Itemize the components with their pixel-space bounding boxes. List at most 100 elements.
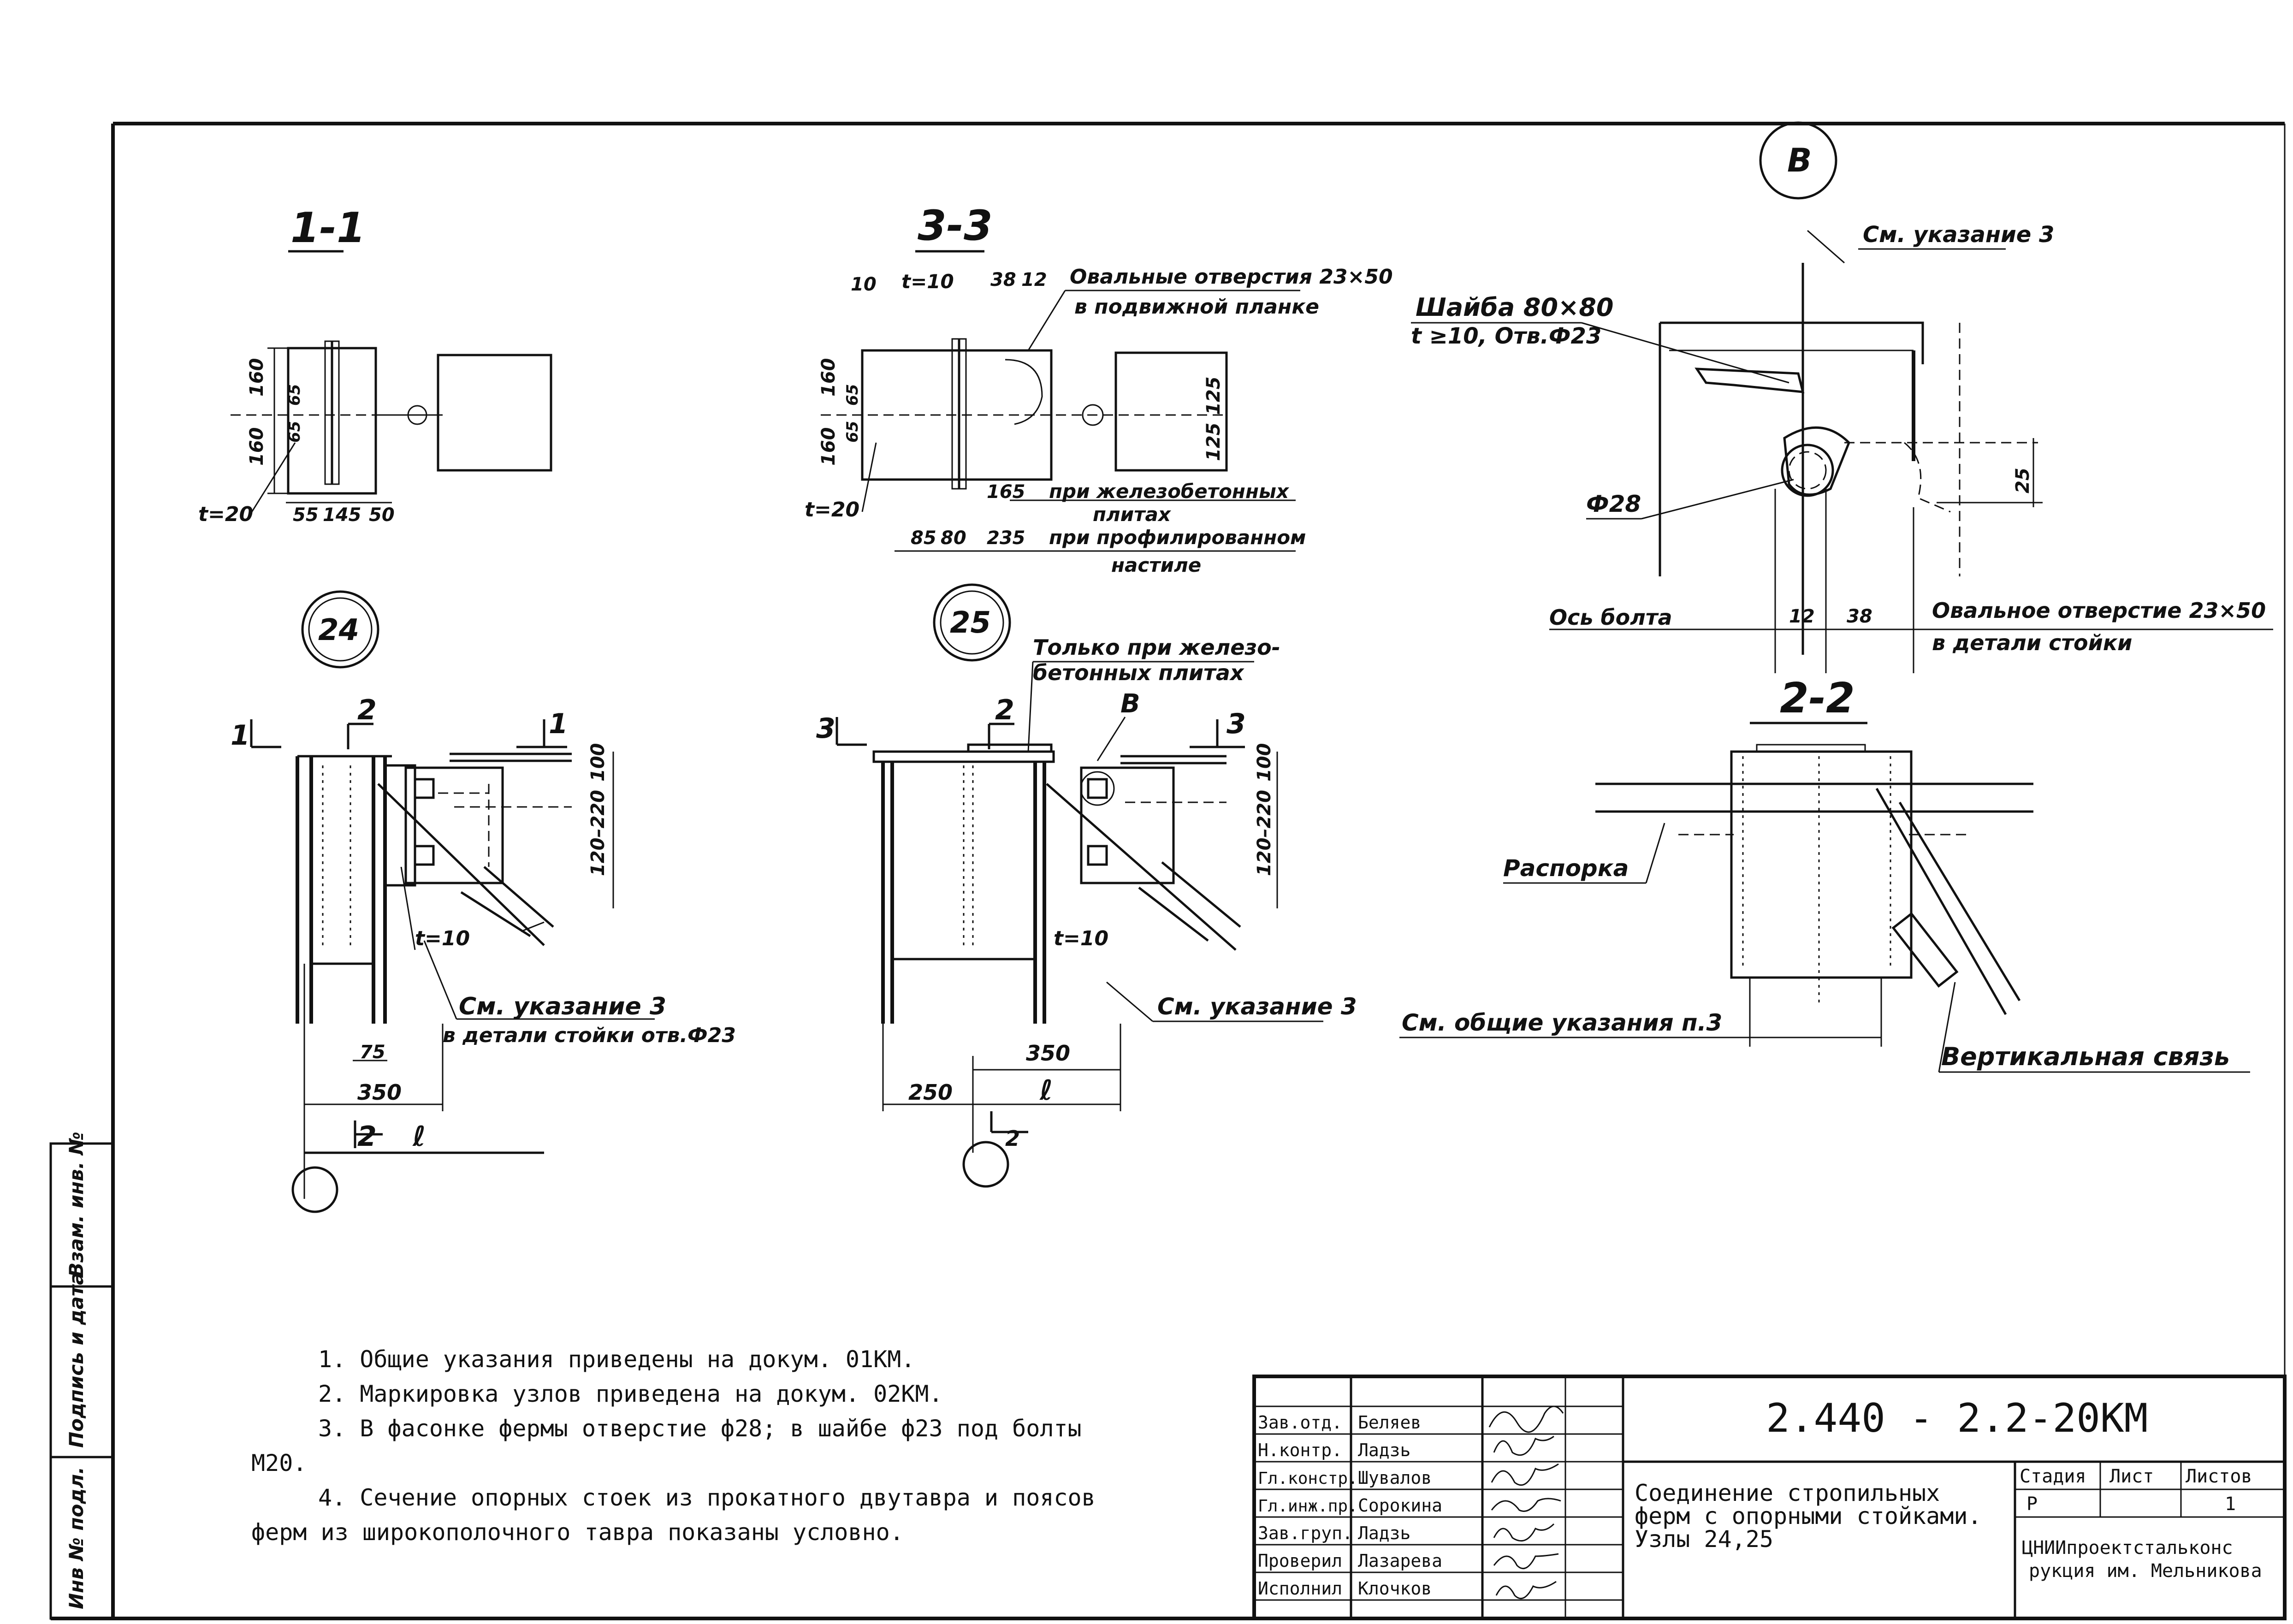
node-25-number: 25 bbox=[950, 606, 991, 640]
title-line-2: ферм с опорными стойками. bbox=[1635, 1503, 1982, 1529]
section-title-3-3: 3-3 bbox=[918, 202, 993, 250]
title-line-3: Узлы 24,25 bbox=[1635, 1526, 1773, 1553]
dim-24-75: 75 bbox=[360, 1042, 385, 1063]
dim-1-1-160b: 160 bbox=[246, 427, 267, 466]
label-3-3-10: 10 bbox=[851, 274, 877, 295]
node-v-number: В bbox=[1787, 142, 1812, 179]
name-5: Лазарева bbox=[1358, 1551, 1442, 1571]
label-t20-a: t=20 bbox=[198, 503, 253, 526]
label-sm-ukaz3: См. указание 3 bbox=[1863, 222, 2054, 248]
label-sm-ukaz3-stoiki-2: в детали стойки отв.Ф23 bbox=[443, 1024, 736, 1047]
side-stamp-sign: Подпись и дата bbox=[65, 1272, 88, 1448]
label-t10-a: t=10 bbox=[901, 270, 954, 293]
section-3-3: 3-3 10 t=10 38 12 Овальные отверстия 23×… bbox=[805, 202, 1393, 576]
role-0: Зав.отд. bbox=[1258, 1412, 1342, 1433]
dim-24-l: ℓ bbox=[412, 1120, 426, 1153]
dim-3-3-160a: 160 bbox=[818, 358, 839, 397]
label-oval-planke-2: в подвижной планке bbox=[1074, 295, 1319, 319]
signatures bbox=[1488, 1405, 1564, 1600]
dim-1-1-55: 55 bbox=[293, 504, 319, 526]
role-6: Исполнил bbox=[1258, 1578, 1342, 1599]
mark-3b: 3 bbox=[1226, 708, 1246, 740]
label-sm-ukaz3-stoiki-1: См. указание 3 bbox=[459, 993, 666, 1020]
org-line-2: рукция им. Мельникова bbox=[2029, 1560, 2262, 1582]
detail-v: В 25 См. указание 3 Шайба 80×80 t ≥10, О… bbox=[1411, 121, 2273, 673]
stage-value: Р bbox=[2026, 1494, 2038, 1515]
mark-2d: 2 bbox=[1005, 1126, 1020, 1151]
role-4: Зав.груп. bbox=[1258, 1523, 1353, 1543]
sheets-value: 1 bbox=[2225, 1494, 2236, 1515]
section-1-1: 1-1 160 160 65 65 t=20 55 145 50 bbox=[198, 204, 552, 526]
dim-24-100: 100 bbox=[587, 743, 609, 782]
label-os-bolta: Ось болта bbox=[1549, 605, 1672, 630]
label-raspork: Распорка bbox=[1503, 855, 1629, 882]
label-shaiba: Шайба 80×80 bbox=[1416, 293, 1613, 322]
label-sm-obshie: См. общие указания п.3 bbox=[1402, 1009, 1722, 1036]
dim-25-100: 100 bbox=[1254, 743, 1275, 782]
mark-v: В bbox=[1120, 689, 1140, 719]
sheet-header: Лист bbox=[2109, 1466, 2154, 1487]
dim-3-3-125a: 125 bbox=[1203, 377, 1224, 415]
section-title-1-1: 1-1 bbox=[290, 204, 366, 252]
note-3-cont: М20. bbox=[251, 1450, 307, 1476]
note-3: 3. В фасонке фермы отверстие ф28; в шайб… bbox=[318, 1415, 1082, 1442]
dim-1-1-50: 50 bbox=[369, 504, 395, 526]
mark-2b: 2 bbox=[357, 1120, 377, 1153]
mark-3a: 3 bbox=[816, 712, 835, 745]
dim-25-250: 250 bbox=[908, 1080, 953, 1105]
dim-3-3-80: 80 bbox=[941, 528, 966, 549]
node-24: 24 1 1 2 100 bbox=[231, 590, 736, 1213]
label-pri-zhb-1: при железобетонных bbox=[1049, 480, 1290, 503]
label-f28: Ф28 bbox=[1586, 491, 1641, 517]
section-title-2-2: 2-2 bbox=[1780, 674, 1855, 723]
title-line-1: Соединение стропильных bbox=[1635, 1480, 1940, 1506]
section-2-2: 2-2 Распорка См. общие указания п.3 Верт… bbox=[1399, 674, 2250, 1073]
general-notes: 1. Общие указания приведены на докум. 01… bbox=[251, 1346, 1096, 1546]
dim-3-3-12: 12 bbox=[1021, 269, 1047, 290]
org-line-1: ЦНИИпроектстальконс bbox=[2022, 1537, 2233, 1559]
dim-3-3-38: 38 bbox=[990, 269, 1016, 290]
dim-3-3-125b: 125 bbox=[1203, 423, 1224, 462]
doc-number: 2.440 - 2.2-20КМ bbox=[1766, 1395, 2148, 1441]
dim-3-3-235: 235 bbox=[987, 528, 1025, 549]
role-5: Проверил bbox=[1258, 1551, 1342, 1571]
dim-v-25: 25 bbox=[2012, 468, 2033, 493]
note-1: 1. Общие указания приведены на докум. 01… bbox=[318, 1346, 915, 1373]
node-25: 25 Только при железо- бетонных плитах 3 … bbox=[816, 583, 1357, 1188]
dim-3-3-65b: 65 bbox=[843, 421, 862, 443]
note-2: 2. Маркировка узлов приведена на докум. … bbox=[318, 1381, 943, 1407]
label-sm-ukaz3-b: См. указание 3 bbox=[1157, 993, 1357, 1020]
dim-25-350: 350 bbox=[1026, 1041, 1070, 1066]
dim-v-12: 12 bbox=[1789, 606, 1815, 627]
dim-1-1-65a: 65 bbox=[285, 384, 304, 406]
side-stamp-vzam: Взам. инв. № bbox=[65, 1132, 88, 1277]
label-pri-prof-2: настиле bbox=[1111, 554, 1201, 576]
label-tolko-2: бетонных плитах bbox=[1033, 660, 1244, 685]
stage-header: Стадия bbox=[2020, 1466, 2086, 1487]
name-6: Клочков bbox=[1358, 1578, 1432, 1599]
mark-2a: 2 bbox=[357, 694, 377, 726]
note-4-cont: ферм из широкополочного тавра показаны у… bbox=[251, 1519, 904, 1546]
dim-1-1-65b: 65 bbox=[285, 421, 304, 443]
dim-24-120-220: 120–220 bbox=[587, 790, 609, 876]
label-pri-prof-1: при профилированном bbox=[1049, 526, 1306, 549]
sheets-header: Листов bbox=[2186, 1466, 2252, 1487]
label-vert-svyaz: Вертикальная связь bbox=[1941, 1042, 2230, 1071]
dim-24-350: 350 bbox=[357, 1080, 402, 1105]
node-24-number: 24 bbox=[318, 613, 359, 647]
dim-3-3-165: 165 bbox=[987, 481, 1025, 503]
dim-25-120-220: 120–220 bbox=[1254, 790, 1275, 876]
label-tolko-1: Только при железо- bbox=[1033, 635, 1280, 660]
label-t20-b: t=20 bbox=[805, 498, 859, 522]
name-3: Сорокина bbox=[1358, 1495, 1442, 1516]
label-oval-planke-1: Овальные отверстия 23×50 bbox=[1070, 265, 1393, 289]
name-4: Ладзь bbox=[1358, 1523, 1410, 1543]
dim-25-l: ℓ bbox=[1039, 1074, 1053, 1107]
dim-3-3-65a: 65 bbox=[843, 384, 862, 406]
note-4: 4. Сечение опорных стоек из прокатного д… bbox=[318, 1484, 1096, 1511]
label-oval-stoiki-2: в детали стойки bbox=[1932, 630, 2132, 655]
side-stamp-inv: Инв № подл. bbox=[65, 1467, 88, 1609]
name-2: Шувалов bbox=[1358, 1468, 1432, 1488]
dim-1-1-160a: 160 bbox=[246, 358, 267, 397]
